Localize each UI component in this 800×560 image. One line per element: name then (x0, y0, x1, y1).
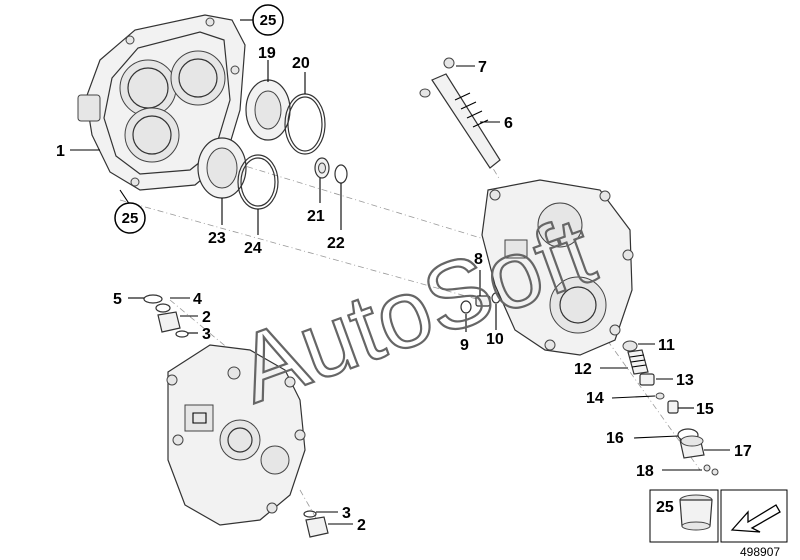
callout-circle-25-left (114, 202, 146, 234)
o-ring-part-20[interactable] (284, 93, 326, 155)
ring-part-10[interactable] (491, 292, 501, 304)
callout-25-left[interactable]: 25 (122, 210, 139, 227)
callout-16[interactable]: 16 (606, 430, 624, 447)
callout-3-bottom[interactable]: 3 (342, 505, 351, 522)
nut-part-7[interactable] (443, 57, 455, 69)
callout-20[interactable]: 20 (292, 55, 310, 72)
reference-number: 498907 (740, 545, 780, 559)
small-parts-part-18[interactable] (703, 464, 719, 476)
washer-part-14[interactable] (655, 392, 665, 400)
arrow-icon-box[interactable] (720, 489, 788, 543)
ring-part-9[interactable] (460, 300, 472, 314)
callout-labels: 1 25 25 19 20 23 24 21 22 7 6 8 9 10 11 … (56, 4, 752, 534)
callout-14[interactable]: 14 (586, 390, 604, 407)
o-ring-part-24[interactable] (237, 154, 279, 210)
callout-15[interactable]: 15 (696, 401, 714, 418)
legend-part-25-box[interactable]: 25 (649, 489, 719, 543)
callout-19[interactable]: 19 (258, 45, 276, 62)
callout-8[interactable]: 8 (474, 251, 483, 268)
arrow-icon (730, 504, 781, 533)
watermark: AutoSoft (223, 196, 608, 425)
callout-21[interactable]: 21 (307, 208, 325, 225)
bushing-part-2-top[interactable] (157, 311, 181, 333)
callout-4[interactable]: 4 (193, 291, 202, 308)
transfer-case-housing-left[interactable] (166, 344, 306, 526)
bolt-part-15[interactable] (667, 400, 679, 414)
callout-18[interactable]: 18 (636, 463, 654, 480)
bushing-part-2-bottom[interactable] (305, 516, 329, 538)
callout-circle-25-top (252, 4, 284, 36)
seal-part-21[interactable] (314, 157, 330, 179)
callout-7[interactable]: 7 (478, 59, 487, 76)
callout-10[interactable]: 10 (486, 331, 504, 348)
callout-5[interactable]: 5 (113, 291, 122, 308)
callout-24[interactable]: 24 (244, 240, 262, 257)
callout-25-top[interactable]: 25 (260, 12, 277, 29)
plug-part-13[interactable] (639, 373, 655, 386)
callout-13[interactable]: 13 (676, 372, 694, 389)
filter-part-12[interactable] (627, 349, 649, 375)
callout-1[interactable]: 1 (56, 143, 65, 160)
callout-12[interactable]: 12 (574, 361, 592, 378)
bearing-part-23[interactable] (197, 137, 247, 199)
transfer-case-housing-right[interactable] (481, 179, 634, 356)
legend-callout-25: 25 (656, 499, 674, 516)
callout-22[interactable]: 22 (327, 235, 345, 252)
ring-part-5[interactable] (143, 294, 163, 304)
callout-11[interactable]: 11 (658, 337, 675, 354)
callout-9[interactable]: 9 (460, 337, 469, 354)
drain-plug-part-17[interactable] (679, 435, 705, 459)
callout-23[interactable]: 23 (208, 230, 226, 247)
bearing-part-19[interactable] (245, 79, 291, 141)
ring-part-4[interactable] (155, 303, 171, 313)
callout-2-bottom[interactable]: 2 (357, 517, 366, 534)
shaft-part-6[interactable] (419, 73, 501, 169)
ring-part-3-bottom[interactable] (303, 510, 317, 518)
callout-6[interactable]: 6 (504, 115, 513, 132)
callout-2-top[interactable]: 2 (202, 309, 211, 326)
ring-part-22[interactable] (334, 164, 348, 184)
callout-3-top[interactable]: 3 (202, 326, 211, 343)
callout-17[interactable]: 17 (734, 443, 752, 460)
watermark-text: AutoSoft (224, 197, 607, 423)
plug-part-8[interactable] (475, 295, 491, 307)
ring-part-11[interactable] (622, 340, 638, 352)
ring-part-3-top[interactable] (175, 330, 189, 338)
